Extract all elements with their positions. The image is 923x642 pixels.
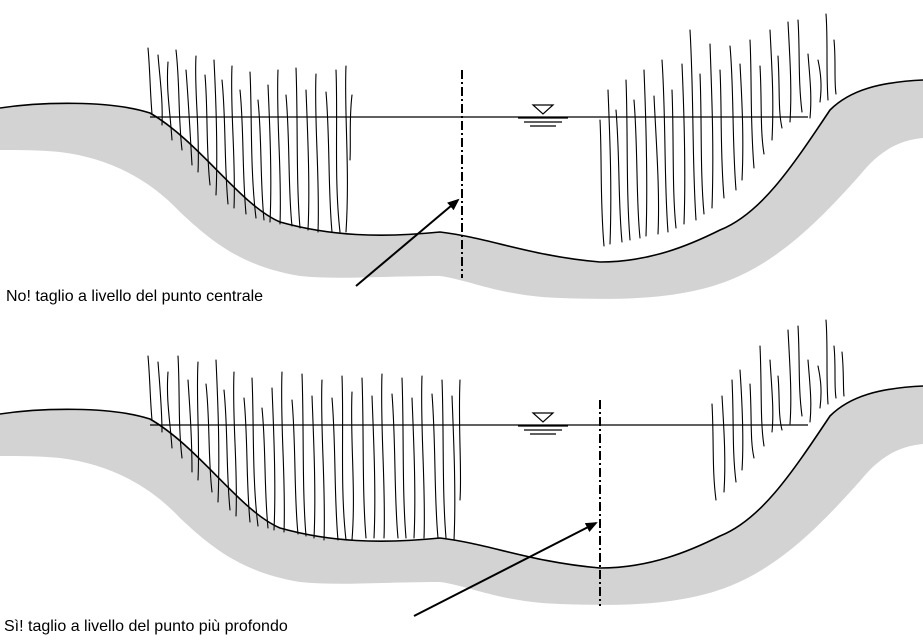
reeds-right-top <box>599 13 837 247</box>
panel-bottom <box>0 319 923 617</box>
arrow-top <box>355 198 460 287</box>
water-level-icon <box>518 104 568 127</box>
caption-wrong-cut: No! taglio a livello del punto centrale <box>6 288 264 305</box>
panel-top <box>0 13 923 299</box>
reeds-left-bottom <box>147 355 462 541</box>
riverbed-band-top <box>0 80 923 299</box>
reeds-right-bottom <box>711 319 845 501</box>
water-level-icon <box>518 412 568 435</box>
caption-correct-cut: Sì! taglio a livello del punto più profo… <box>4 618 288 635</box>
riverbed-band-bottom <box>0 386 923 605</box>
reeds-left-top <box>147 47 353 233</box>
arrow-bottom <box>413 522 598 617</box>
